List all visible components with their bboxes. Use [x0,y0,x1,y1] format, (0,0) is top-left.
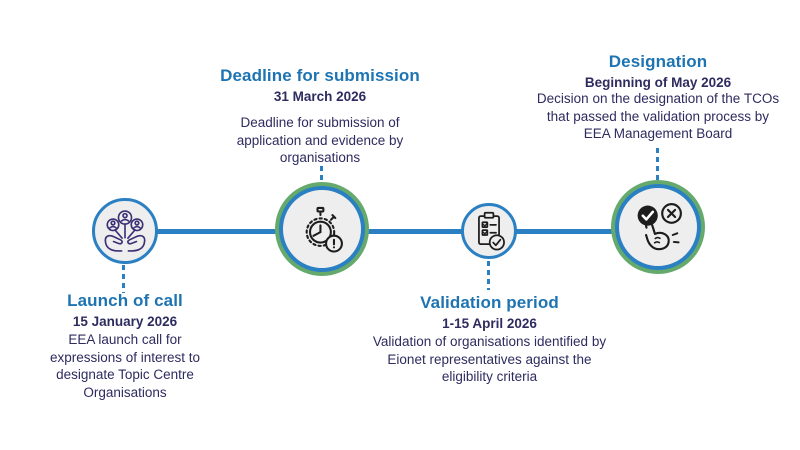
connector-launch [122,265,125,293]
milestone-date: 15 January 2026 [72,314,178,329]
milestone-designation: Designation Beginning of May 2026 Decisi… [536,52,780,143]
milestone-validation: Validation period 1-15 April 2026 Valida… [367,293,612,386]
milestone-circle-deadline [279,186,365,272]
milestone-date: 31 March 2026 [273,89,367,104]
milestone-title: Deadline for submission [220,66,420,85]
connector-deadline [320,166,323,182]
connector-designation [656,148,659,180]
community-hands-icon [104,210,146,252]
stopwatch-icon [305,206,343,253]
milestone-description: Decision on the designation of the TCOs … [536,91,780,142]
clipboard-check-icon [478,211,505,251]
milestone-title: Designation [608,52,708,71]
milestone-deadline: Deadline for submission 31 March 2026 De… [205,66,435,167]
timeline-line [125,229,658,234]
milestone-date: 1-15 April 2026 [442,316,537,331]
milestone-description: EEA launch call for expressions of inter… [49,332,201,400]
milestone-title: Launch of call [67,291,183,310]
milestone-description: Deadline for submission of application a… [236,115,404,166]
milestone-title: Validation period [420,293,559,312]
connector-validation [487,261,490,290]
milestone-circle-validation [461,203,517,259]
milestone-circle-designation [615,184,701,270]
milestone-date: Beginning of May 2026 [584,75,732,90]
decision-choice-icon [637,203,682,251]
milestone-circle-launch [92,198,158,264]
milestone-launch: Launch of call 15 January 2026 EEA launc… [27,291,223,401]
milestone-description: Validation of organisations identified b… [372,334,607,385]
